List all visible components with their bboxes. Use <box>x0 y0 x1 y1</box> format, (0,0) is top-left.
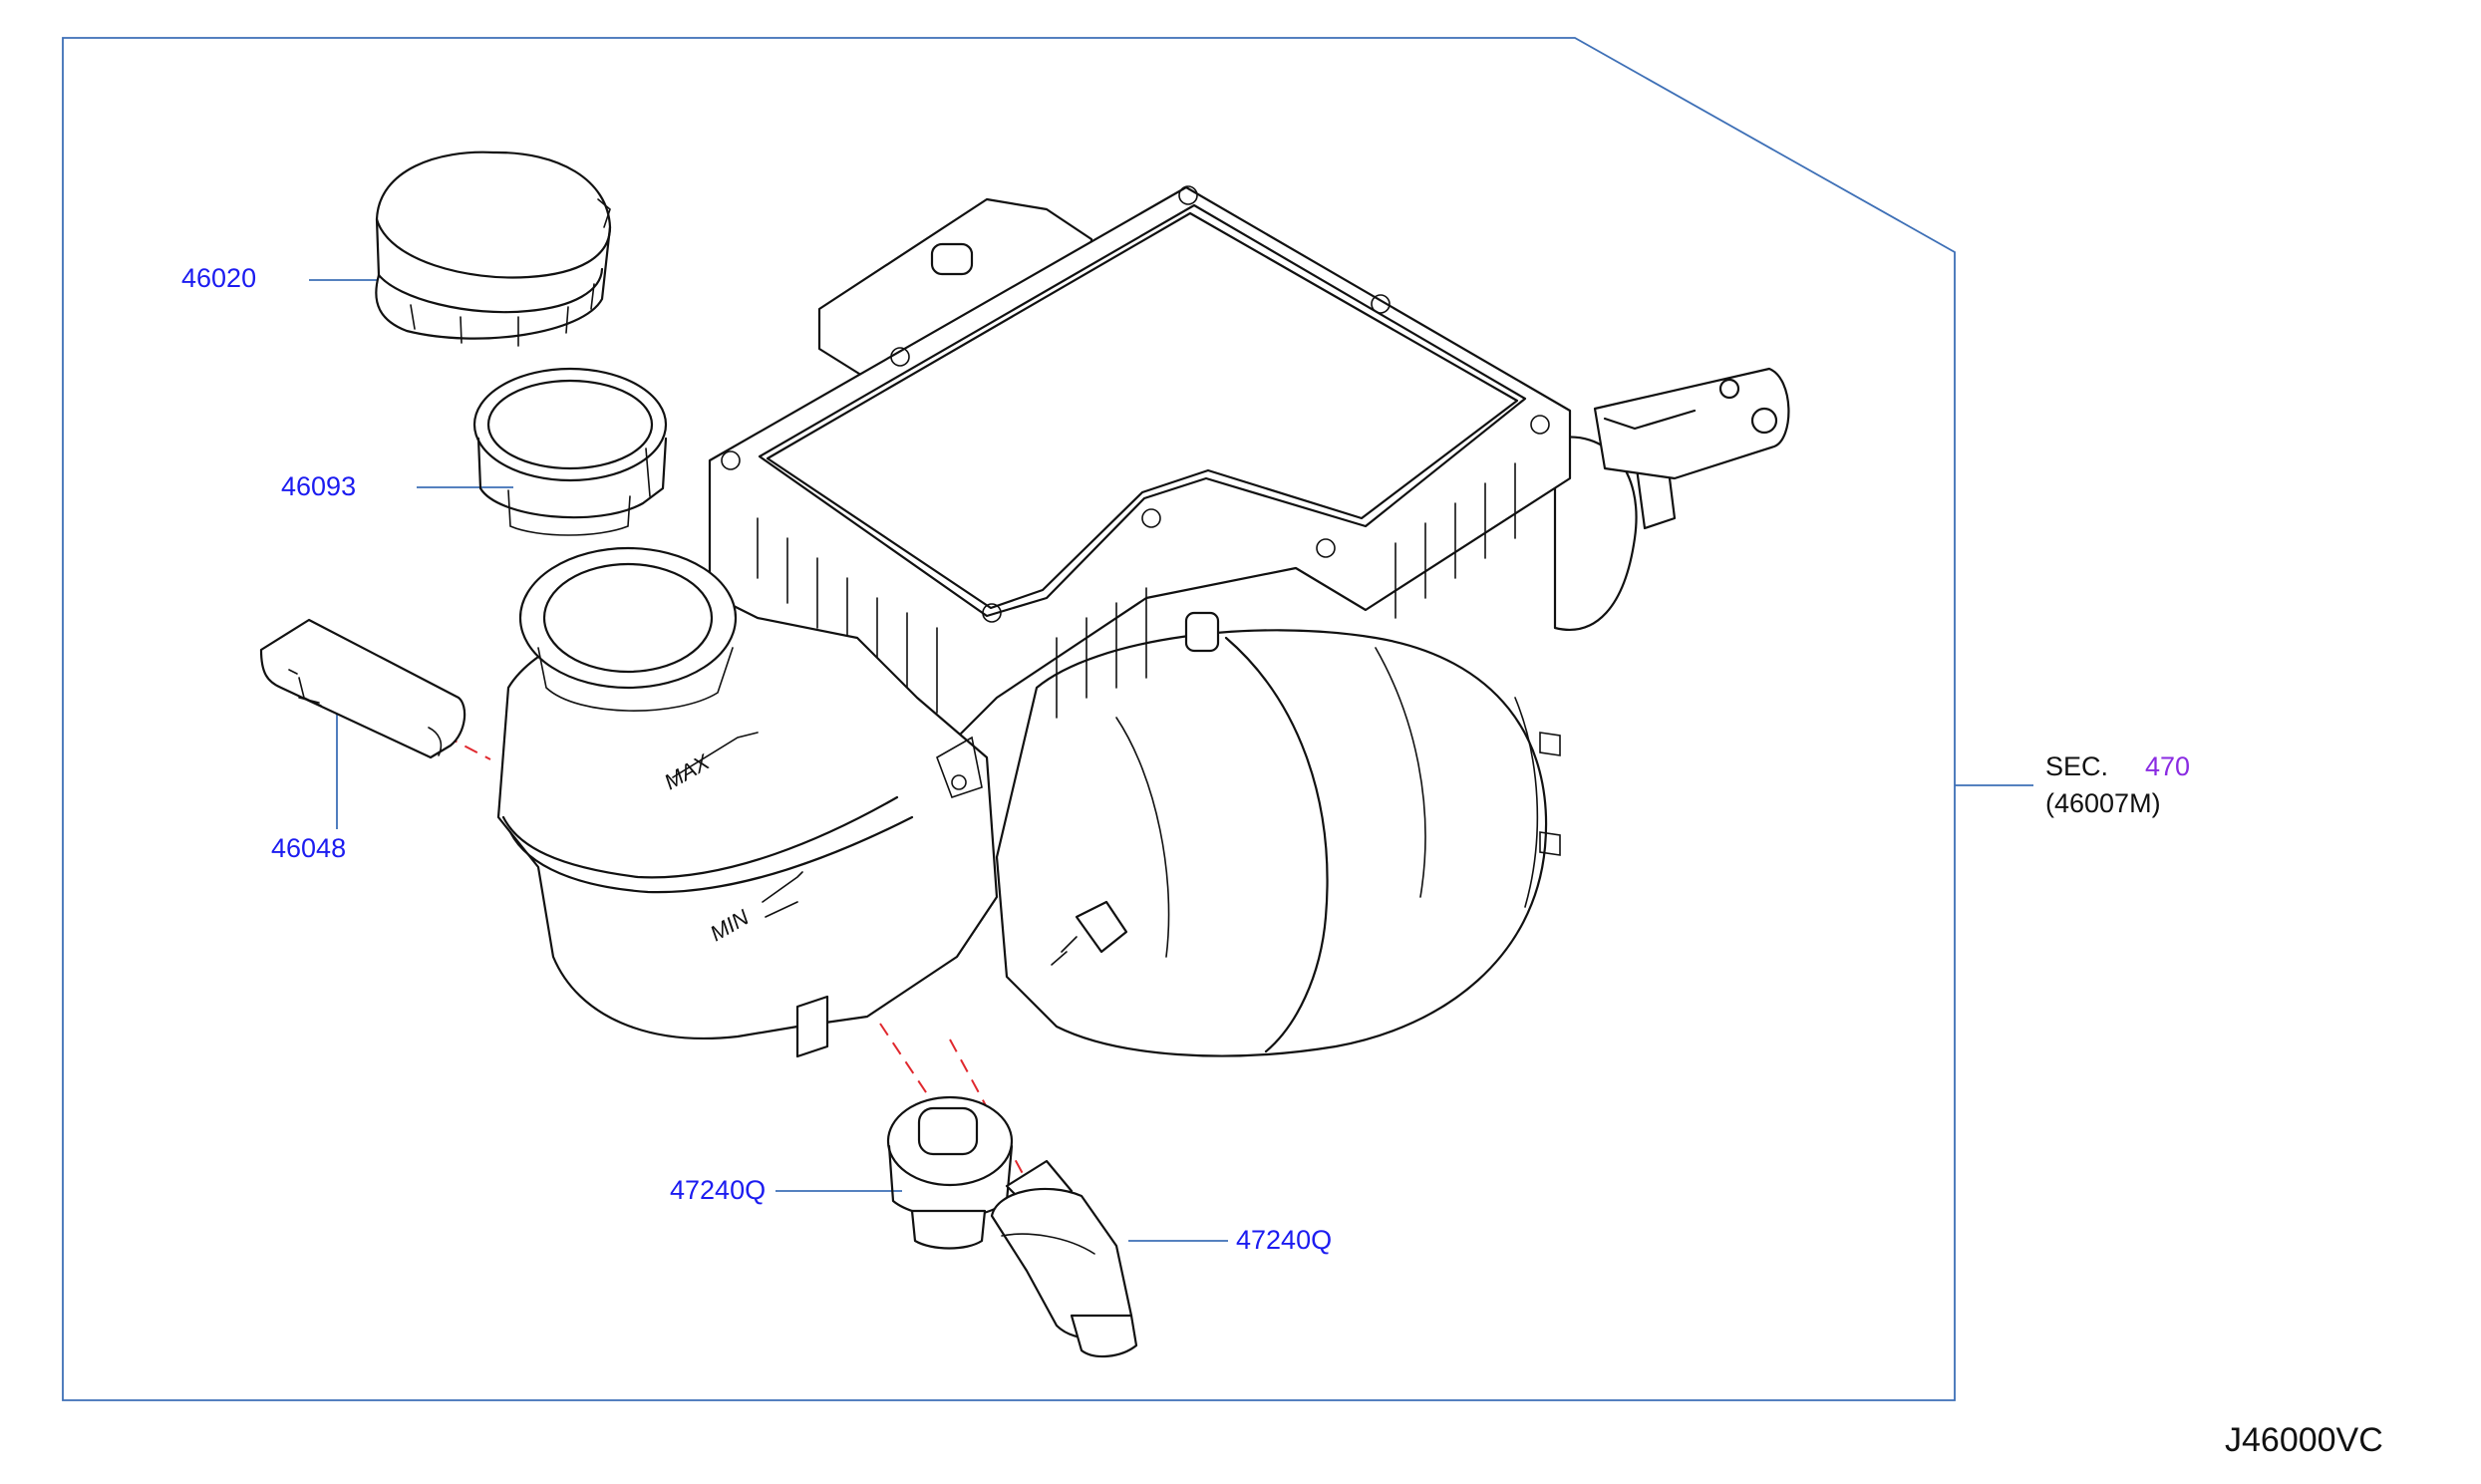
diagram-code: J46000VC <box>2225 1421 2383 1459</box>
leader-lines <box>309 279 2033 1242</box>
pressure-sensor-right-drawing[interactable] <box>990 1159 1138 1358</box>
part-number-46020[interactable]: 46020 <box>181 263 257 293</box>
assembly-number: (46007M) <box>2045 788 2161 818</box>
part-number-47240q-left[interactable]: 47240Q <box>670 1175 767 1205</box>
pressure-sensor-left-drawing[interactable] <box>886 1095 1014 1250</box>
section-link-470[interactable]: 470 <box>2145 751 2191 781</box>
reservoir-cap-drawing[interactable] <box>375 150 612 347</box>
section-prefix: SEC. <box>2045 751 2109 781</box>
seal-drawing[interactable] <box>259 618 466 759</box>
brake-actuator-assembly-drawing: MAX MIN <box>496 185 1790 1058</box>
part-number-47240q-right[interactable]: 47240Q <box>1236 1225 1333 1255</box>
assembly-boundary <box>62 37 1956 1401</box>
part-number-46093[interactable]: 46093 <box>281 471 357 501</box>
reservoir-strainer-drawing[interactable] <box>472 367 668 536</box>
part-number-46048[interactable]: 46048 <box>271 833 347 863</box>
